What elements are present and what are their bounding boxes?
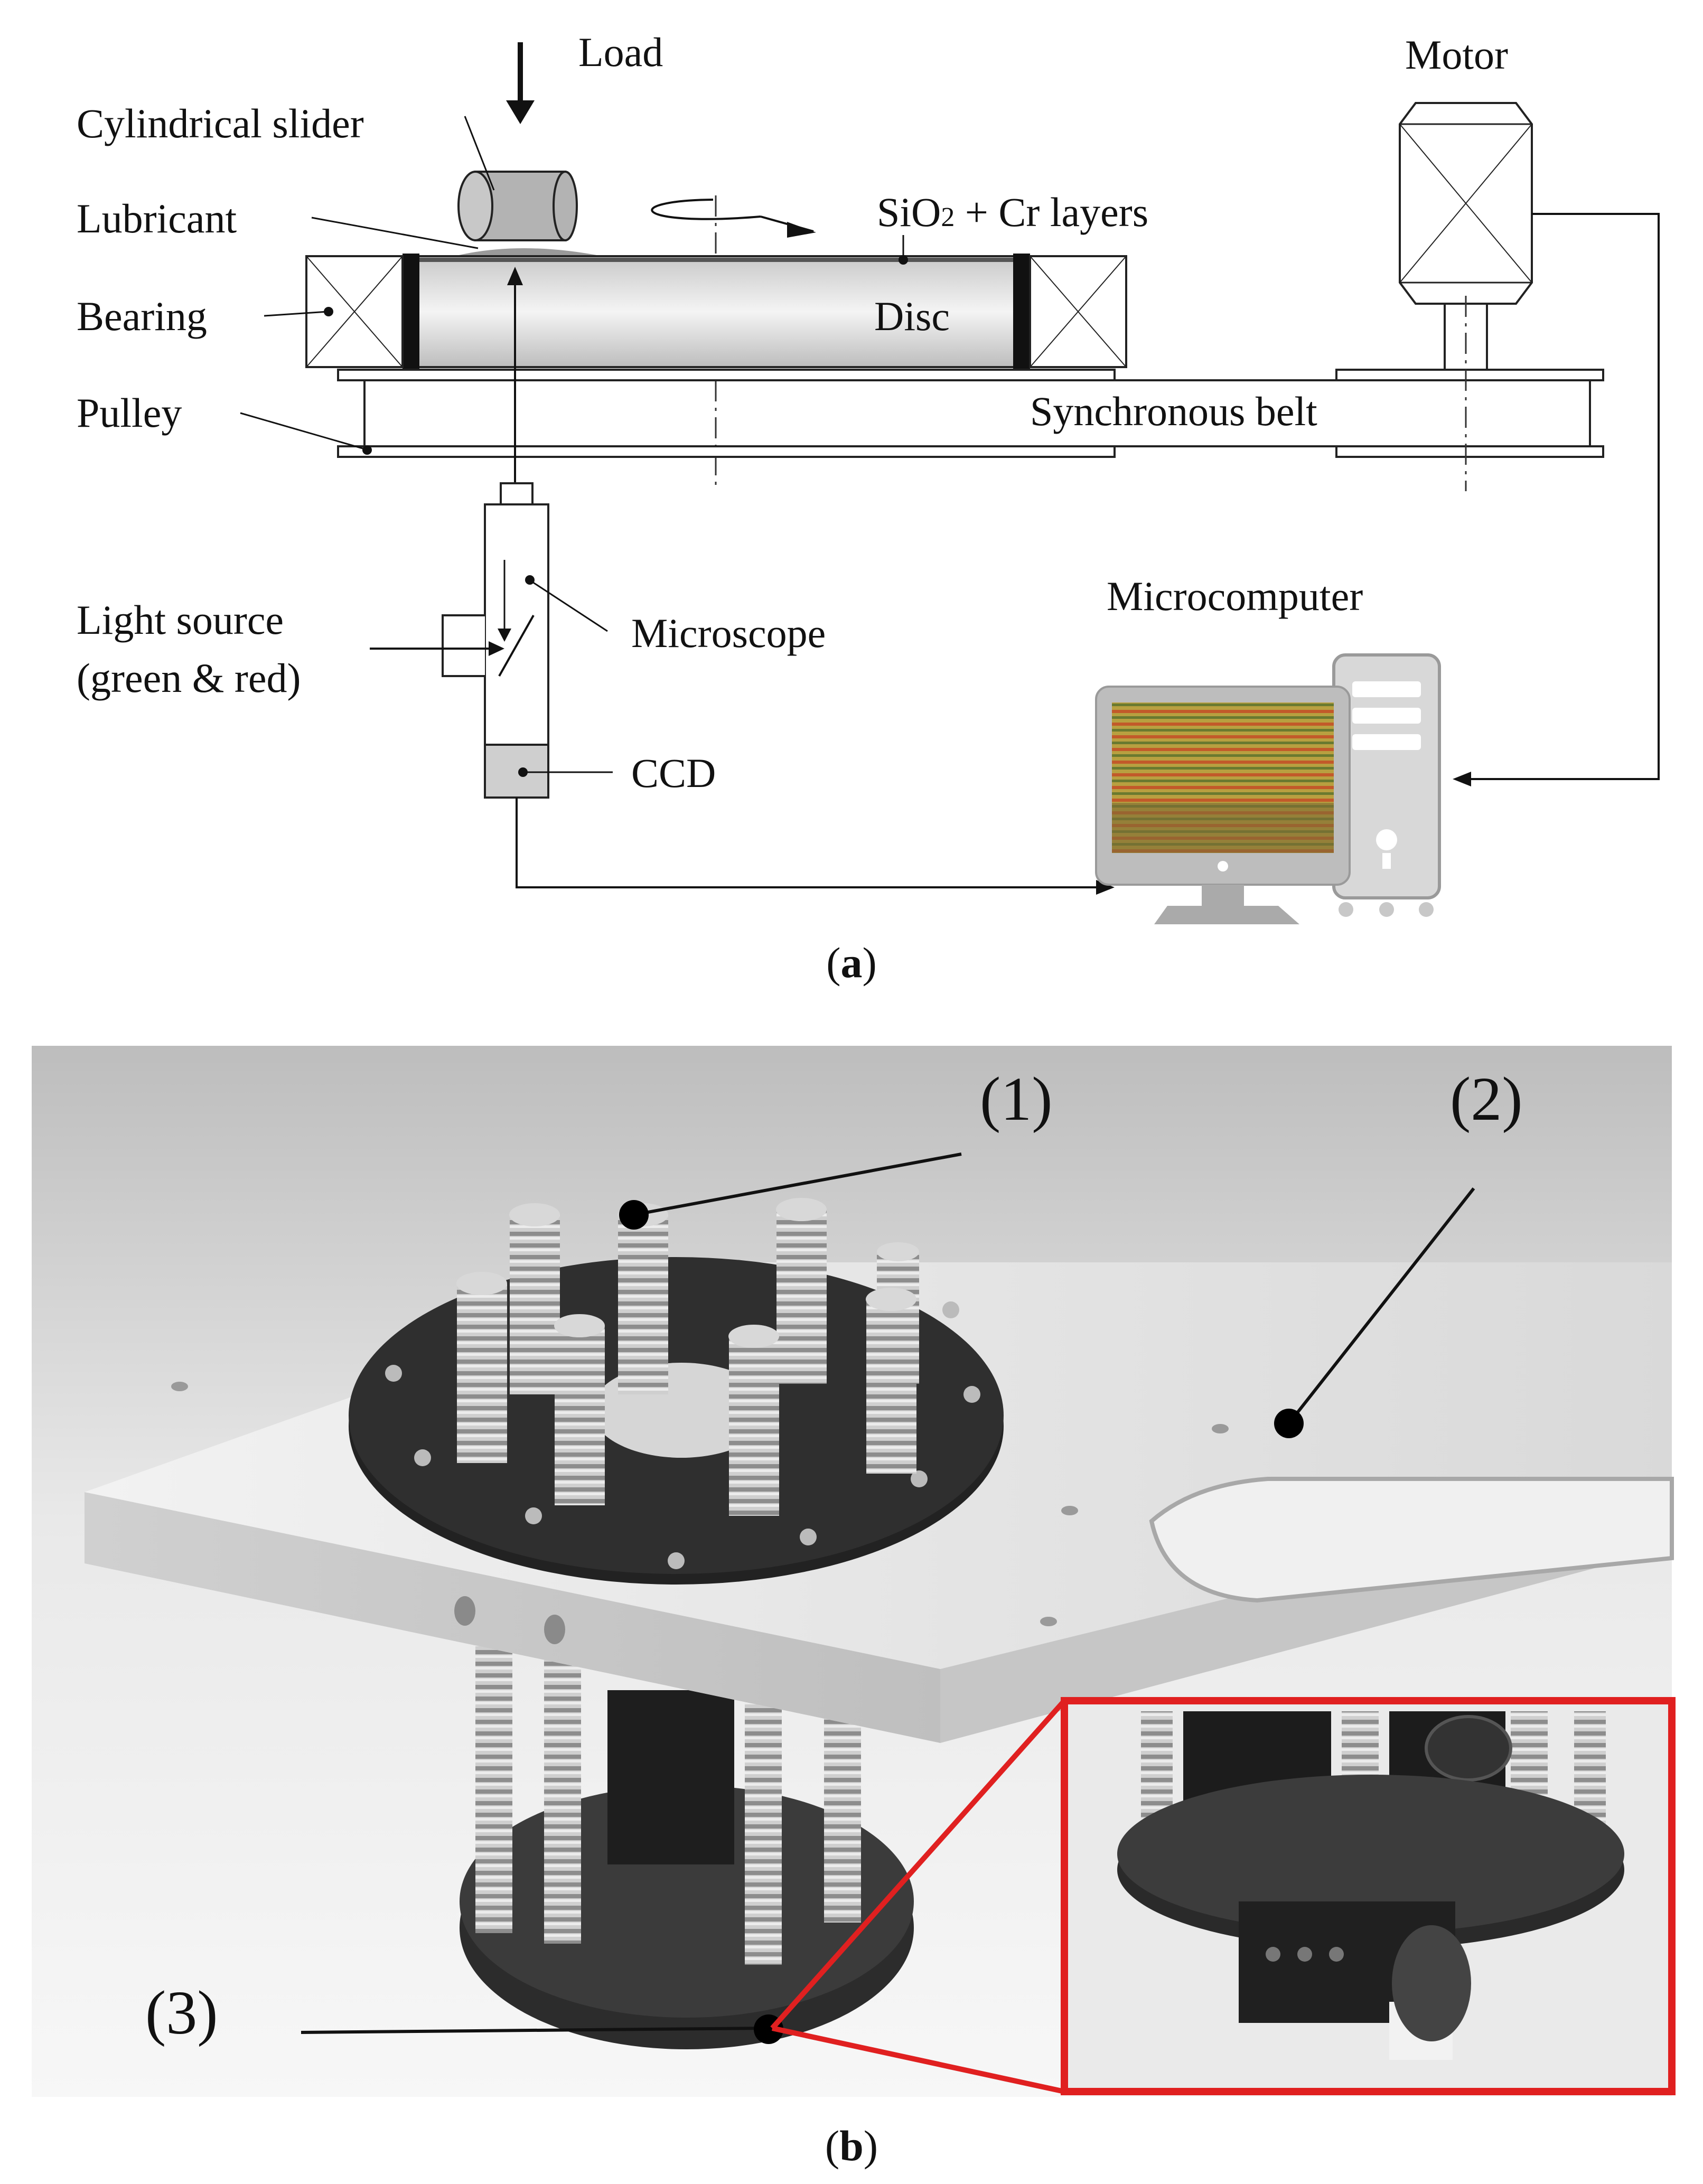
synchronous-belt-label: Synchronous belt [1030,388,1317,434]
light-source-label: Light source [77,597,284,643]
lubricant-leader [311,217,479,249]
light-source-arrow [370,641,504,656]
callout-3-label: (3) [145,1978,218,2047]
pulley-right [1335,369,1604,458]
load-arrow [506,42,535,124]
motor [1399,102,1533,371]
callout-1-label: (1) [980,1064,1053,1133]
ccd [484,744,549,799]
panel-a-caption: (a) [826,939,877,987]
light-source-colors-label: (green & red) [77,655,301,701]
zoom-border [1061,1697,1676,2095]
layers-label: SiO2 + Cr layers [877,189,1148,235]
lubricant-label: Lubricant [77,195,237,241]
upper-rods [456,1198,919,1516]
disc-clamp-right [1013,254,1030,370]
pulley-left [337,369,1116,458]
zoom-inset [1061,1697,1676,2095]
layers-dot [899,255,908,265]
callout-2 [1274,1187,1475,1438]
callout-2-label: (2) [1450,1064,1523,1133]
microscope-dot [525,575,535,585]
disc-clamp-left [403,254,419,370]
pulley-dot [362,445,372,455]
panel-b: (1) (2) (3) [32,1046,1676,2170]
microcomputer [1095,653,1441,924]
bearing-label: Bearing [77,293,207,339]
microscope-label: Microscope [631,610,826,656]
load-label: Load [578,29,663,75]
panel-b-caption: (b) [825,2122,878,2170]
cylindrical-slider-label: Cylindrical slider [77,100,364,146]
bearing-dot [324,307,333,316]
bearing-leader [264,311,328,317]
synchronous-belt [1115,379,1336,447]
microscope [442,482,549,746]
lower-assembly [460,1627,914,2049]
pulley-leader [240,412,365,450]
microscope-leader [530,580,608,632]
disc-label: Disc [874,293,950,339]
zoom-connector [770,1699,1066,2094]
cylindrical-slider [457,171,578,241]
microcomputer-label: Microcomputer [1107,573,1363,619]
ccd-signal-line [516,798,1115,895]
panel-a: Load Cylindrical slider Lubricant Disc S… [77,29,1660,987]
rotation-arrow [651,199,816,238]
motor-label: Motor [1405,32,1508,78]
callout-1 [619,1152,962,1230]
ccd-dot [518,767,528,777]
lubricant [454,248,602,256]
motor-control-line [1453,213,1660,786]
slider-leader [464,116,495,191]
bearing-right [1029,255,1127,368]
pulley-label: Pulley [77,390,182,436]
ccd-label: CCD [631,750,716,796]
